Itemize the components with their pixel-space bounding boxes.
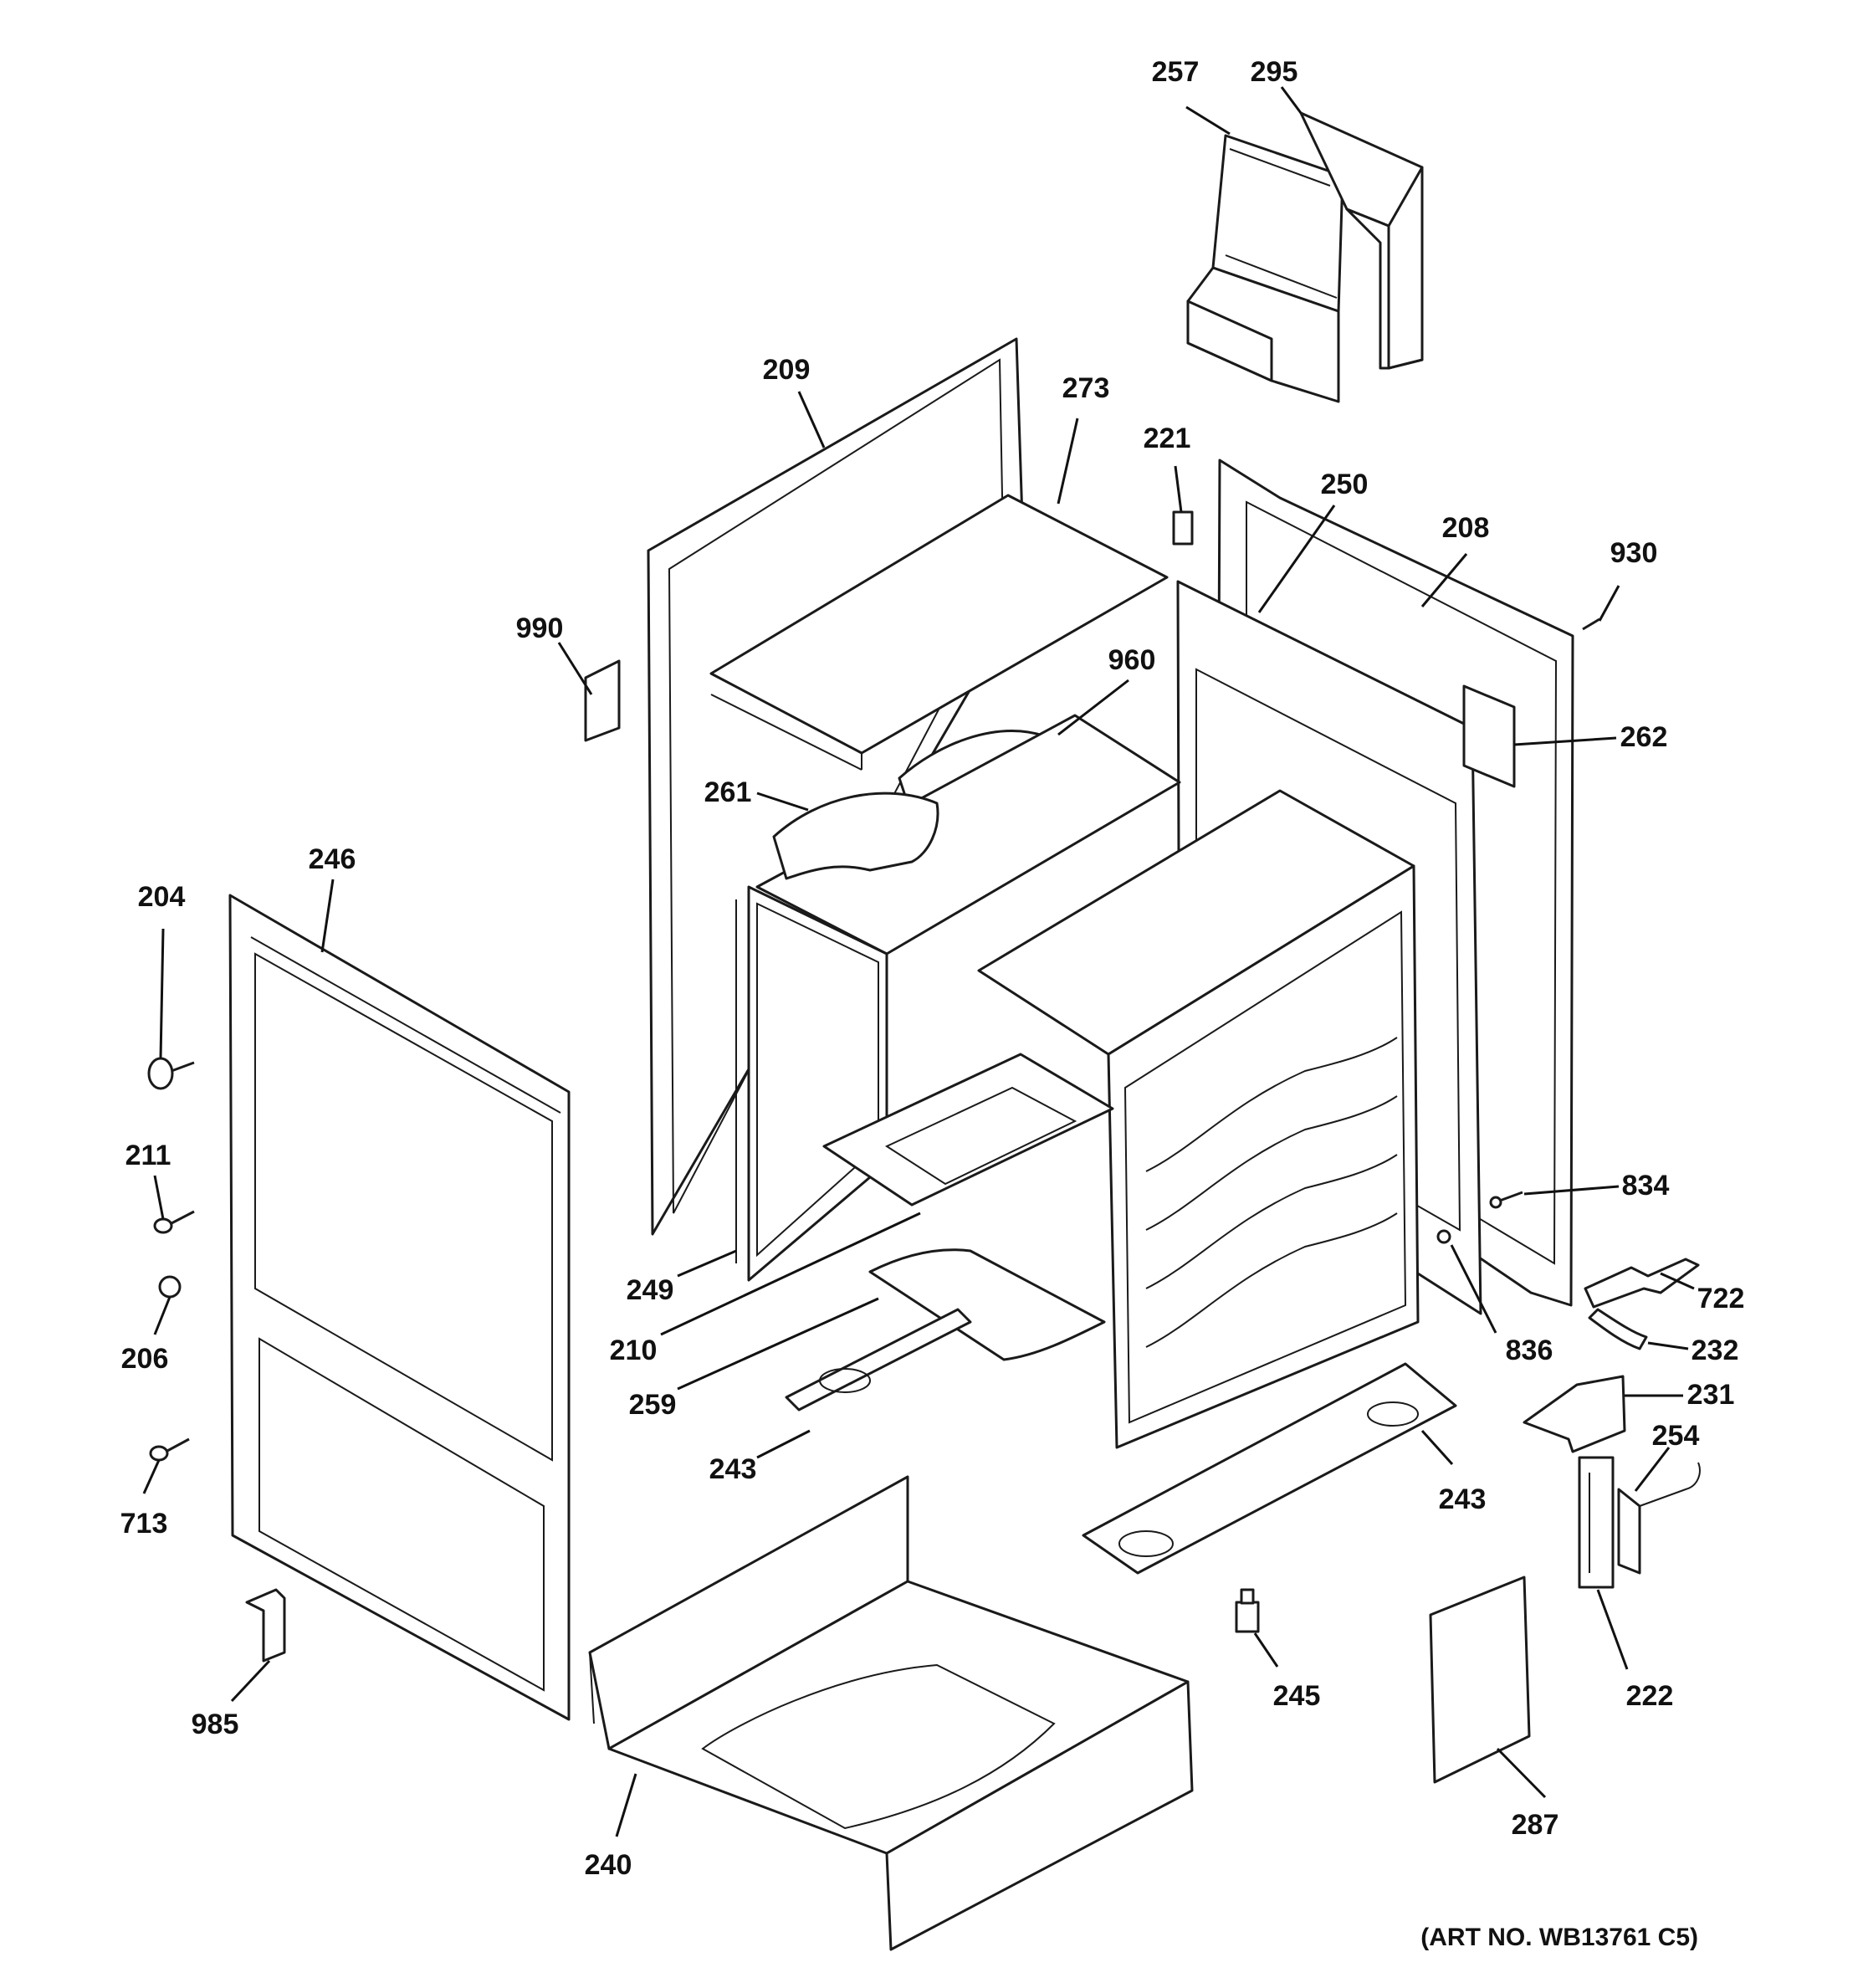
part-713-screw (149, 1437, 190, 1462)
part-210-oven-liner (977, 789, 1420, 1449)
label-208: 208 (1442, 512, 1490, 544)
label-245: 245 (1273, 1680, 1321, 1712)
label-204: 204 (138, 881, 186, 913)
label-243-right: 243 (1439, 1483, 1487, 1515)
label-250: 250 (1321, 469, 1369, 500)
part-295-vent-duct (1299, 111, 1424, 370)
part-243-burner-base-left (785, 1308, 972, 1412)
label-243-left: 243 (709, 1453, 757, 1485)
label-836: 836 (1506, 1335, 1553, 1366)
label-722: 722 (1697, 1283, 1745, 1314)
label-985: 985 (192, 1709, 239, 1740)
label-209: 209 (763, 354, 811, 386)
label-232: 232 (1692, 1335, 1739, 1366)
label-262: 262 (1620, 721, 1668, 753)
label-273: 273 (1062, 372, 1110, 404)
part-287-shield (1429, 1576, 1531, 1784)
part-222-door-hinge (1578, 1456, 1615, 1589)
part-930-screw (1582, 617, 1600, 631)
part-259-oven-bottom (822, 1053, 1114, 1361)
label-254: 254 (1652, 1420, 1700, 1452)
part-204-screw (147, 1057, 195, 1090)
part-245-leveling-leg (1235, 1588, 1260, 1633)
part-240-drawer-chassis (588, 1475, 1194, 1951)
part-206-screw (158, 1275, 182, 1299)
part-231-hinge-bracket (1523, 1375, 1626, 1453)
label-259: 259 (629, 1389, 677, 1421)
part-273-top-cover (709, 494, 1169, 771)
part-254-hinge-arm (1617, 1462, 1701, 1575)
label-222: 222 (1626, 1680, 1674, 1712)
label-249: 249 (627, 1274, 674, 1306)
label-221: 221 (1144, 423, 1191, 454)
label-930: 930 (1610, 537, 1658, 569)
part-261-insulation-pad (772, 792, 939, 880)
label-211: 211 (125, 1140, 171, 1171)
part-243-burner-base-right (1082, 1362, 1457, 1575)
label-713: 713 (120, 1508, 168, 1540)
part-221-clip (1172, 510, 1194, 546)
part-246-front-frame (228, 894, 571, 1721)
part-836-nut (1436, 1229, 1451, 1244)
part-211-screw (153, 1210, 195, 1234)
leader-lines (142, 86, 1695, 1837)
label-990: 990 (516, 612, 564, 644)
label-246: 246 (309, 843, 356, 875)
label-240: 240 (585, 1849, 632, 1881)
label-287: 287 (1512, 1809, 1559, 1841)
label-231: 231 (1687, 1379, 1735, 1411)
part-232-hinge-receiver (1588, 1308, 1648, 1350)
label-257: 257 (1152, 56, 1200, 88)
callout-labels: 257 295 209 273 221 250 208 930 990 960 … (120, 56, 1745, 1881)
part-249-side-panel (735, 714, 1181, 1282)
part-985-clip (245, 1588, 286, 1663)
part-722-bracket (1584, 1258, 1700, 1309)
label-206: 206 (121, 1343, 169, 1375)
art-number: (ART NO. WB13761 C5) (1420, 1924, 1698, 1951)
part-834-screw (1489, 1191, 1523, 1209)
part-262-insulation-block (1462, 684, 1516, 788)
label-210: 210 (610, 1335, 658, 1366)
part-990-bracket (584, 659, 621, 742)
label-960: 960 (1108, 644, 1156, 676)
label-261: 261 (704, 776, 752, 808)
part-257-front-duct-panel (1186, 134, 1344, 403)
label-295: 295 (1251, 56, 1298, 88)
label-834: 834 (1622, 1170, 1670, 1202)
